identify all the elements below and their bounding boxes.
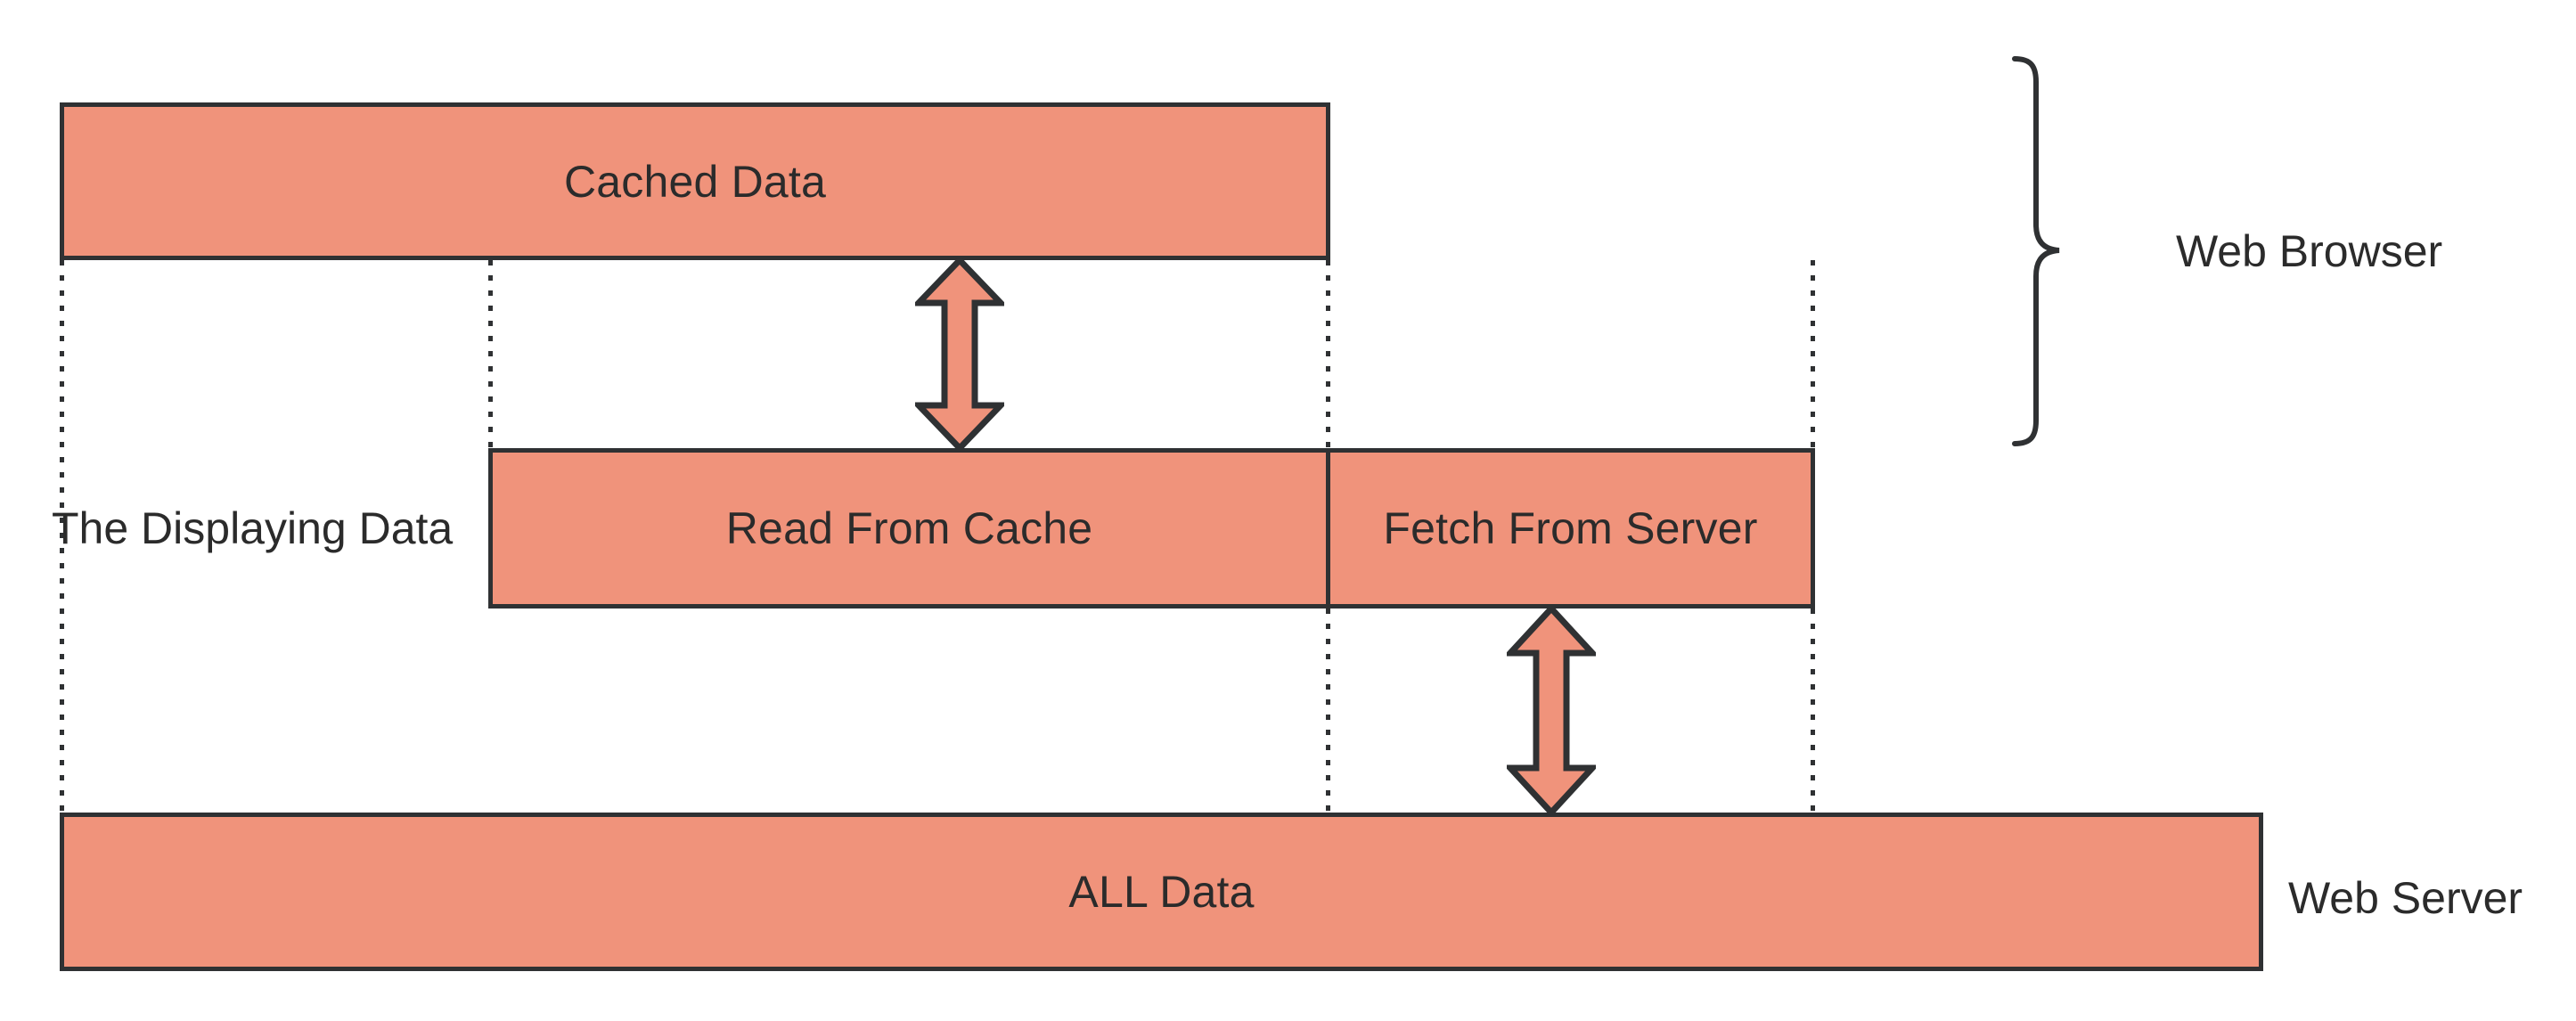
curly-brace-icon-web-browser [2009, 55, 2072, 447]
dotted-guide-cache-start [488, 260, 493, 452]
box-read-from-cache[interactable]: Read From Cache [488, 448, 1330, 609]
box-all-data-label: ALL Data [1068, 867, 1255, 917]
label-displaying-data: The Displaying Data [52, 503, 454, 553]
label-web-browser: Web Browser [2176, 226, 2443, 276]
box-cached-data[interactable]: Cached Data [60, 102, 1330, 260]
double-arrow-icon-cache-link [915, 258, 1004, 450]
label-web-server: Web Server [2288, 873, 2523, 923]
box-read-from-cache-label: Read From Cache [725, 503, 1093, 553]
box-fetch-from-server[interactable]: Fetch From Server [1326, 448, 1815, 609]
box-cached-data-label: Cached Data [563, 156, 827, 207]
dotted-guide-left [60, 260, 64, 814]
box-fetch-from-server-label: Fetch From Server [1383, 503, 1758, 553]
double-arrow-icon-server-link [1507, 607, 1596, 814]
box-all-data[interactable]: ALL Data [60, 813, 2263, 971]
